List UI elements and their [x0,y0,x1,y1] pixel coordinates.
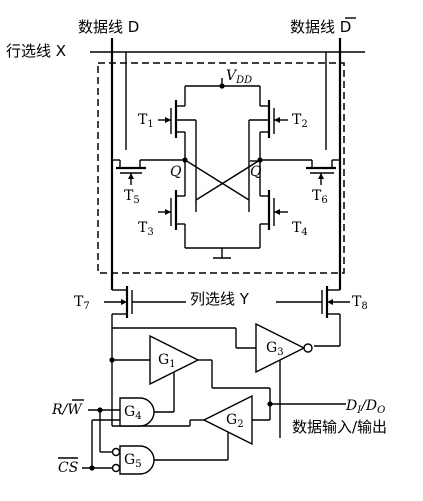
t2-arrow-icon [274,117,280,123]
g4-and-gate [119,397,155,427]
t6-label: T6 [312,188,328,206]
cs-label: CS [58,460,78,476]
q-bar-label: Q [250,164,262,180]
t4-arrow-icon [274,209,280,215]
t5-arrow-icon [128,173,134,179]
cross-q-to-right [184,159,250,201]
t8-label: T8 [352,294,368,312]
rw-node [97,407,103,413]
dio-label: DI/DO [345,398,385,416]
data-io-label: 数据输入/输出 [292,418,387,436]
g2-label: G2 [226,412,244,430]
g3-inverter-bubble [303,343,313,353]
g5-label: G5 [124,452,142,470]
g5-and-gate [119,445,155,475]
g5-in-bubble-2 [111,463,121,473]
col-select-label: 列选线 Y [190,290,250,308]
t1-arrow-icon [165,117,171,123]
t3-arrow-icon [165,209,171,215]
g5-in-bubble-1 [111,447,121,457]
t7-label: T7 [74,294,90,312]
t5-label: T5 [124,188,140,206]
g3-label: G3 [266,340,284,358]
vdd-label: VDD [226,68,252,86]
g1-label: G1 [158,352,176,370]
t6-arrow-icon [318,173,324,179]
rw-label: R/W [51,402,83,418]
t2-label: T2 [292,112,308,130]
q-label: Q [170,164,182,180]
cross-qbar-to-left [195,159,261,201]
data-line-d-bar-label: 数据线 D [290,18,351,36]
row-select-label: 行选线 X [6,42,66,60]
t3-label: T3 [138,220,154,238]
dio-node [267,401,273,407]
data-line-d-label: 数据线 D [78,18,139,36]
g4-label: G4 [124,404,142,422]
t1-label: T1 [138,112,154,130]
t8-arrow-icon [327,299,333,305]
t4-label: T4 [292,220,308,238]
t7-arrow-icon [121,299,127,305]
cs-node [89,465,95,471]
cell-boundary [97,62,345,274]
